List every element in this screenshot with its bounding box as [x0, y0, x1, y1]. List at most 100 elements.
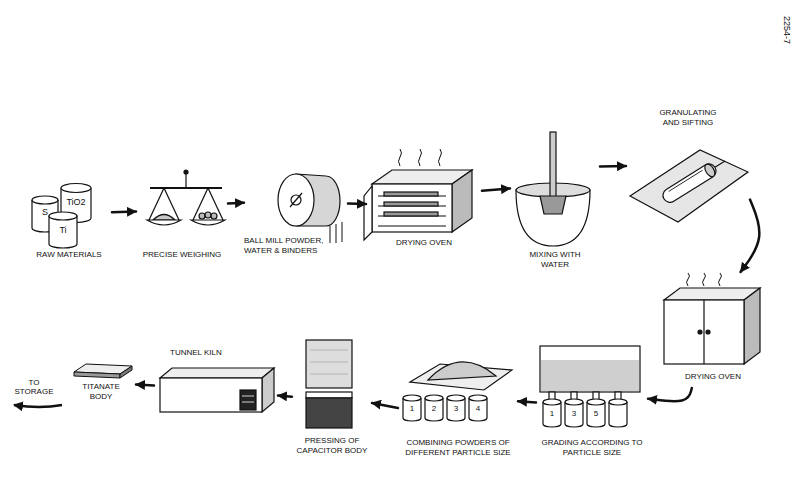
drying-oven [399, 149, 402, 166]
step-label: GRANULATING AND SIFTING [652, 108, 724, 128]
drying-oven [703, 300, 704, 364]
drying-oven [706, 330, 710, 334]
granulator [715, 161, 725, 167]
titanate-plate [120, 366, 132, 378]
process-step: DRYING OVEN [660, 272, 766, 388]
raw-material-can [32, 184, 91, 249]
drying-oven [664, 300, 744, 364]
drying-oven [384, 202, 438, 206]
destination-label: TO STORAGE [13, 379, 55, 397]
drying-oven [384, 192, 438, 196]
step-label: TUNNEL KILN [170, 348, 250, 358]
flow-arrow [648, 388, 692, 401]
raw-material-can [32, 196, 58, 204]
grading-tank [565, 399, 583, 405]
granulator [630, 150, 748, 222]
granulator [630, 150, 748, 222]
grading-tank [540, 346, 640, 392]
mixing-bowl [550, 132, 556, 198]
step-label: RAW MATERIALS [26, 250, 112, 260]
jar-number: 3 [454, 405, 458, 414]
flow-arrow [518, 401, 536, 402]
capacitor-press [310, 350, 348, 351]
process-step: MIXING WITH WATER [510, 130, 600, 276]
jar-number: 2 [432, 405, 436, 414]
drying-oven [744, 288, 760, 364]
grading-tank [543, 399, 561, 405]
combining-tray [425, 395, 443, 401]
can-label: Ti [59, 226, 66, 236]
process-step: TITANATE BODY [66, 362, 136, 412]
flow-arrow [741, 200, 760, 272]
tunnel-kiln [262, 368, 274, 412]
drying-oven [698, 330, 702, 334]
combining-tray [469, 395, 487, 401]
grading-tank [587, 402, 605, 427]
capacitor-press [310, 362, 348, 363]
can-label: TiO2 [66, 198, 85, 208]
step-label: TITANATE BODY [71, 382, 131, 402]
step-label: BALL MILL POWDER, WATER & BINDERS [244, 236, 328, 256]
process-step: GRADING ACCORDING TO PARTICLE SIZE [536, 342, 648, 468]
tunnel-kiln [160, 368, 274, 412]
flow-arrow [136, 383, 154, 386]
grading-tank [609, 402, 627, 427]
drying-oven [452, 170, 472, 232]
jar-number: 3 [572, 410, 576, 419]
jar-number: 4 [476, 405, 480, 414]
drying-oven [364, 186, 372, 240]
drying-oven [364, 149, 472, 240]
flow-arrow [228, 201, 244, 204]
step-label: PRESSING OF CAPACITOR BODY [292, 436, 372, 456]
weighing-scale [205, 212, 211, 218]
combining-tray [403, 395, 421, 401]
step-label: DRYING OVEN [366, 238, 482, 248]
ball-mill [342, 222, 343, 242]
storage-arrow [14, 405, 62, 407]
titanate-plate [74, 364, 132, 378]
raw-material-can [61, 184, 91, 193]
process-step: DRYING OVEN [366, 150, 482, 252]
process-step: RAW MATERIALS [26, 185, 112, 263]
flow-arrow [372, 403, 398, 408]
flow-arrow [278, 396, 292, 397]
ball-mill [290, 193, 302, 207]
weighing-scale [153, 215, 175, 221]
mixing-bowl [540, 196, 566, 214]
weighing-scale [184, 170, 188, 174]
weighing-scale [191, 220, 225, 225]
capacitor-press [306, 398, 352, 428]
flow-arrow [482, 188, 510, 190]
jar-number: 5 [594, 410, 598, 419]
process-step: PRESSING OF CAPACITOR BODY [292, 340, 372, 466]
step-label: PRECISE WEIGHING [136, 250, 228, 260]
jar-number: 1 [410, 405, 414, 414]
tunnel-kiln [242, 396, 254, 397]
flow-arrow [600, 165, 626, 168]
mixing-bowl [516, 190, 590, 246]
weighing-scale [147, 220, 181, 225]
ball-mill [336, 224, 337, 243]
ball-mill [278, 174, 314, 226]
granulator [669, 170, 703, 191]
grading-tank [587, 399, 605, 405]
capacitor-press [306, 340, 352, 388]
capacitor-press [310, 374, 348, 375]
step-label: DRYING OVEN [660, 372, 766, 382]
grading-tank [541, 360, 639, 391]
process-step: BALL MILL POWDER, WATER & BINDERS [244, 170, 348, 266]
granulator [660, 155, 728, 205]
drying-oven [664, 273, 760, 364]
raw-material-can [49, 216, 77, 248]
drying-oven [687, 273, 690, 286]
tunnel-kiln [160, 378, 262, 412]
step-label: COMBINING POWDERS OF DIFFERENT PARTICLE … [398, 438, 518, 458]
process-step: GRANULATING AND SIFTING [626, 106, 750, 226]
combining-tray [403, 362, 512, 421]
drying-oven [703, 273, 706, 286]
capacitor-press [306, 392, 352, 398]
step-label: GRADING ACCORDING TO PARTICLE SIZE [536, 438, 648, 458]
